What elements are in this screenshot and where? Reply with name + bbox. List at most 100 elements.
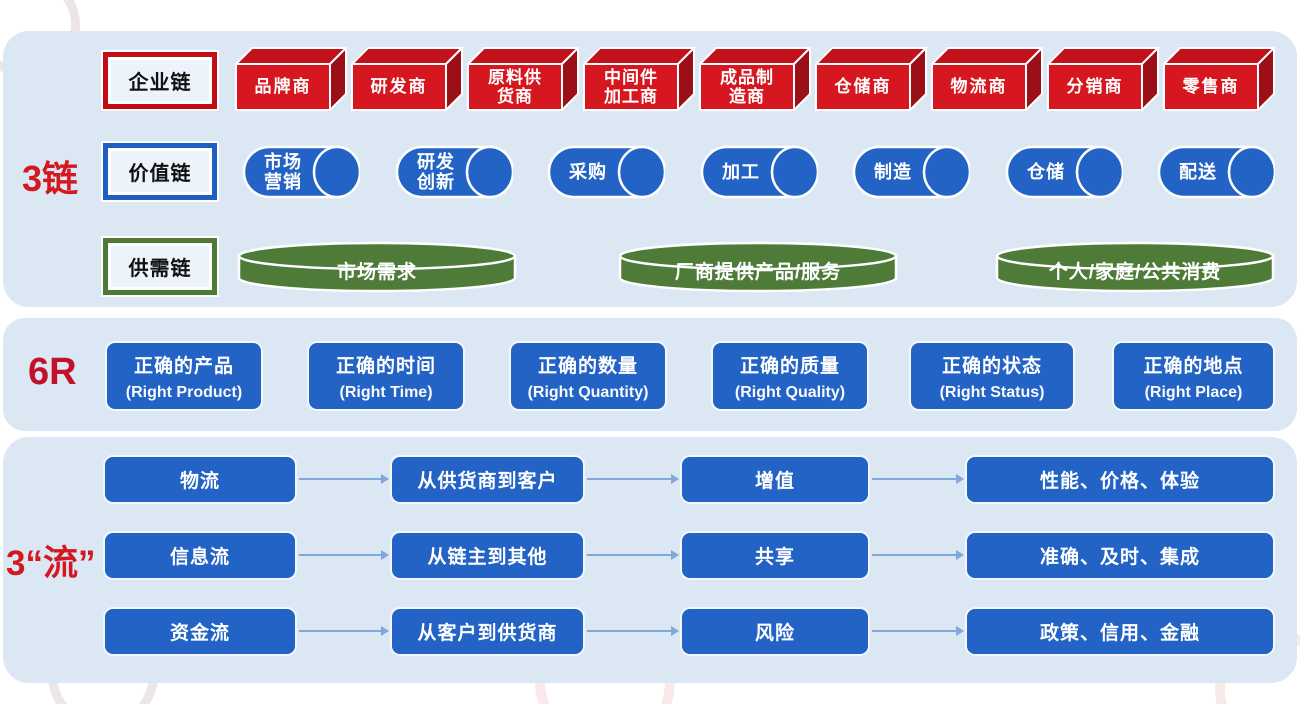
value-node-label: 研发 创新 (417, 151, 455, 192)
cylinder-graphic (242, 145, 360, 199)
value-node-label: 仓储 (1027, 161, 1065, 182)
6r-box: 正确的时间 (Right Time) (307, 341, 465, 411)
red-3d-box-graphic (467, 46, 579, 111)
6r-box-zh-label: 正确的地点 (1143, 355, 1244, 377)
arrow-connector (872, 474, 964, 484)
section-label-3-flows: 3“流” (6, 544, 96, 583)
6r-box-en-label: (Right Status) (939, 383, 1045, 401)
flow-box: 增值 (680, 455, 870, 504)
section-label-3-chains: 3链 (22, 158, 79, 199)
cylinder-graphic (395, 145, 513, 199)
flow-box: 资金流 (103, 607, 297, 656)
value-node: 市场 营销 (242, 145, 360, 199)
enterprise-node: 中间件 加工商 (583, 46, 695, 111)
flow-box: 物流 (103, 455, 297, 504)
tag-supply-demand-chain: 供需链 (103, 238, 217, 295)
arrow-connector (299, 474, 389, 484)
arrow-connector (299, 550, 389, 560)
value-node: 加工 (700, 145, 818, 199)
6r-box-en-label: (Right Product) (125, 383, 243, 401)
enterprise-node-label: 物流商 (950, 77, 1008, 97)
value-node-label: 采购 (569, 161, 607, 182)
enterprise-node: 研发商 (351, 46, 463, 111)
arrow-connector (587, 550, 679, 560)
6r-box-en-label: (Right Time) (339, 383, 433, 401)
flow-box: 风险 (680, 607, 870, 656)
enterprise-node-label: 成品制 造商 (720, 67, 774, 106)
flow-box: 共享 (680, 531, 870, 580)
cylinder-graphic (700, 145, 818, 199)
tag-value-chain: 价值链 (103, 143, 217, 200)
6r-box-en-label: (Right Quantity) (527, 383, 649, 401)
enterprise-node-label: 仓储商 (834, 77, 892, 97)
flow-box: 从客户到供货商 (390, 607, 585, 656)
value-node: 仓储 (1005, 145, 1123, 199)
enterprise-node-label: 中间件 加工商 (604, 67, 658, 106)
cylinder-graphic (1005, 145, 1123, 199)
disk-graphic (237, 241, 517, 293)
red-3d-box-graphic (1047, 46, 1159, 111)
disk-graphic (618, 241, 898, 293)
red-3d-box-graphic (815, 46, 927, 111)
disk-graphic (995, 241, 1275, 293)
enterprise-node-label: 分销商 (1066, 77, 1124, 97)
flow-box: 准确、及时、集成 (965, 531, 1275, 580)
arrow-connector (299, 626, 389, 636)
cylinder-graphic (547, 145, 665, 199)
arrow-connector (587, 474, 679, 484)
supply-node-label: 市场需求 (336, 262, 417, 283)
arrow-connector (872, 550, 964, 560)
enterprise-node-label: 零售商 (1182, 77, 1240, 97)
supply-node: 个人/家庭/公共消费 (995, 241, 1275, 293)
6r-box-zh-label: 正确的数量 (537, 355, 638, 377)
flow-box: 性能、价格、体验 (965, 455, 1275, 504)
enterprise-node-label: 品牌商 (254, 77, 312, 97)
cylinder-graphic (1157, 145, 1275, 199)
value-node-label: 加工 (722, 161, 760, 182)
value-node-label: 市场 营销 (264, 151, 302, 192)
enterprise-node: 仓储商 (815, 46, 927, 111)
red-3d-box-graphic (699, 46, 811, 111)
6r-box-zh-label: 正确的产品 (133, 355, 234, 377)
6r-box-zh-label: 正确的质量 (739, 355, 840, 377)
red-3d-box-graphic (931, 46, 1043, 111)
enterprise-node: 物流商 (931, 46, 1043, 111)
arrow-connector (587, 626, 679, 636)
flow-box: 从链主到其他 (390, 531, 585, 580)
flow-box: 政策、信用、金融 (965, 607, 1275, 656)
enterprise-node: 原料供 货商 (467, 46, 579, 111)
enterprise-node: 成品制 造商 (699, 46, 811, 111)
tag-enterprise-chain: 企业链 (103, 52, 217, 109)
red-3d-box-graphic (583, 46, 695, 111)
6r-box-zh-label: 正确的时间 (335, 355, 436, 377)
cylinder-graphic (852, 145, 970, 199)
enterprise-node: 零售商 (1163, 46, 1275, 111)
red-3d-box-graphic (235, 46, 347, 111)
supply-node-label: 个人/家庭/公共消费 (1048, 262, 1222, 283)
enterprise-node-label: 研发商 (370, 77, 428, 97)
flow-box: 信息流 (103, 531, 297, 580)
6r-box: 正确的地点 (Right Place) (1112, 341, 1275, 411)
6r-box-zh-label: 正确的状态 (941, 355, 1042, 377)
flow-box: 从供货商到客户 (390, 455, 585, 504)
6r-box-en-label: (Right Place) (1144, 383, 1243, 401)
section-label-6r: 6R (28, 351, 77, 393)
6r-box: 正确的产品 (Right Product) (105, 341, 263, 411)
value-node: 制造 (852, 145, 970, 199)
6r-box: 正确的状态 (Right Status) (909, 341, 1075, 411)
6r-box: 正确的质量 (Right Quality) (711, 341, 869, 411)
arrow-connector (872, 626, 964, 636)
red-3d-box-graphic (1163, 46, 1275, 111)
value-node: 配送 (1157, 145, 1275, 199)
enterprise-node: 品牌商 (235, 46, 347, 111)
6r-box: 正确的数量 (Right Quantity) (509, 341, 667, 411)
value-node: 研发 创新 (395, 145, 513, 199)
value-node-label: 制造 (874, 161, 912, 182)
enterprise-node-label: 原料供 货商 (488, 67, 542, 106)
value-node-label: 配送 (1179, 161, 1217, 182)
6r-box-en-label: (Right Quality) (734, 383, 846, 401)
enterprise-node: 分销商 (1047, 46, 1159, 111)
red-3d-box-graphic (351, 46, 463, 111)
value-node: 采购 (547, 145, 665, 199)
